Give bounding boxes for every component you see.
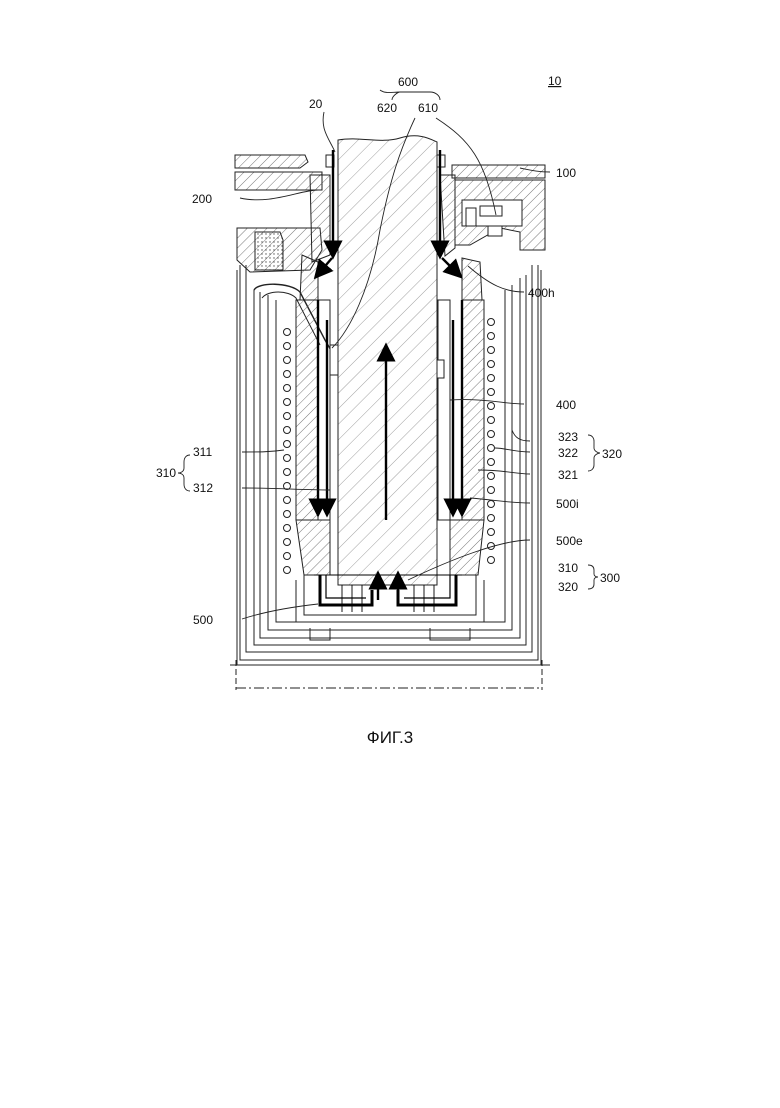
label-chamber-exit: 500e <box>556 534 583 548</box>
label-device: 10 <box>548 74 562 88</box>
label-insert-a: 620 <box>377 101 397 115</box>
label-heater-b: 320 <box>602 447 622 461</box>
label-heater-a: 310 <box>156 466 176 480</box>
label-sleeve-hole: 400h <box>528 286 555 300</box>
label-heater-group: 300 <box>600 571 620 585</box>
label-chamber-inner: 500i <box>556 497 579 511</box>
label-heater-b-inner: 321 <box>558 468 578 482</box>
label-heater-b-coil: 322 <box>558 446 578 460</box>
label-heater-b-outer: 323 <box>558 430 578 444</box>
label-sleeve: 400 <box>556 398 576 412</box>
label-heater-a-body: 312 <box>193 481 213 495</box>
label-lid: 200 <box>192 192 212 206</box>
label-heater-group-b: 320 <box>558 580 578 594</box>
label-insert-b: 610 <box>418 101 438 115</box>
label-chamber: 500 <box>193 613 213 627</box>
figure-caption: ФИГ.3 <box>0 728 780 748</box>
label-heater-a-coil: 311 <box>193 445 212 459</box>
label-inlet: 20 <box>309 97 323 111</box>
label-heater-group-a: 310 <box>558 561 578 575</box>
label-container: 100 <box>556 166 576 180</box>
label-insert: 600 <box>398 75 418 89</box>
